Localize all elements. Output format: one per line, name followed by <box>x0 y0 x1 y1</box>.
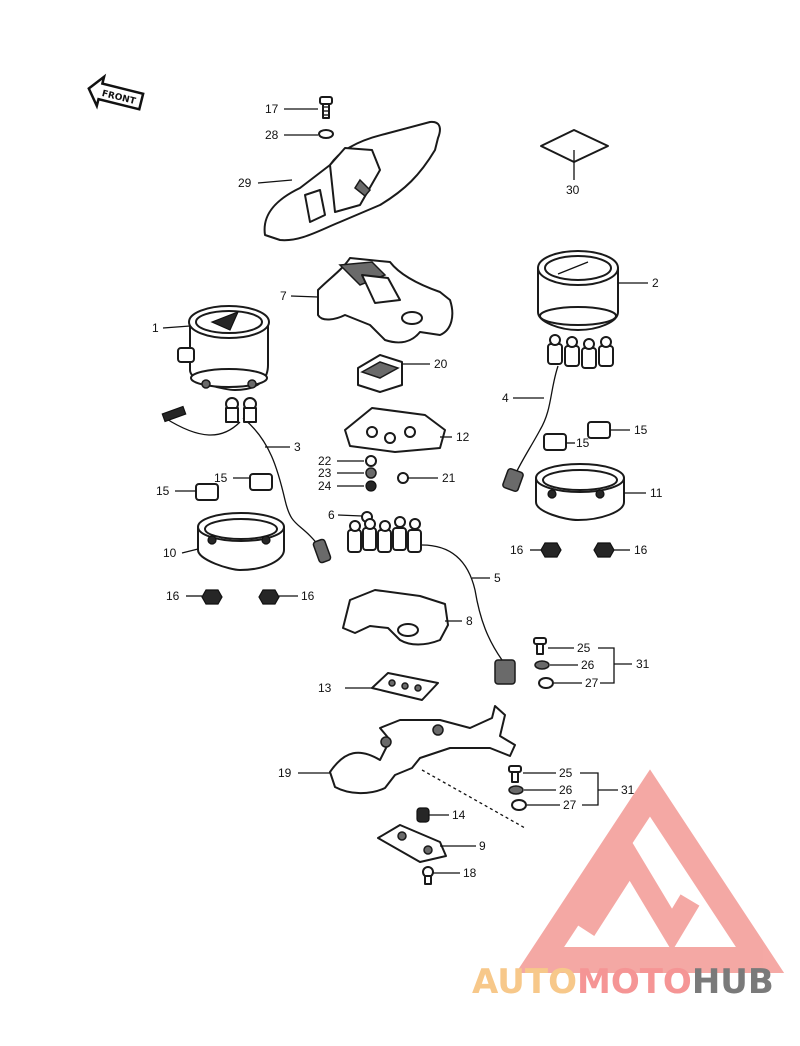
part-1-speedometer <box>177 305 270 391</box>
callout-28: 28 <box>265 128 279 142</box>
part-24-nut <box>365 480 377 492</box>
part-6-bulb-socket-cluster <box>347 511 422 553</box>
part-17-bolt <box>319 96 333 119</box>
callout-29: 29 <box>238 176 252 190</box>
part-8-lower-housing <box>342 589 449 646</box>
part-9-mounting-plate <box>377 824 447 863</box>
callout-16-d: 16 <box>634 543 648 557</box>
callout-16-c: 16 <box>510 543 524 557</box>
tachometer-bulb-cluster <box>547 334 614 369</box>
part-2-tachometer <box>537 250 619 331</box>
part-15-damper <box>195 421 611 501</box>
part-13-rubber-pad <box>371 672 439 701</box>
callout-3: 3 <box>294 440 301 454</box>
watermark-hub: HUB <box>692 962 774 1002</box>
callout-13: 13 <box>318 681 332 695</box>
callout-15-b: 15 <box>214 471 228 485</box>
callout-14: 14 <box>452 808 466 822</box>
part-12-indicator-plate <box>344 407 446 453</box>
callout-7: 7 <box>280 289 287 303</box>
part-29-cover-bracket <box>263 120 441 242</box>
watermark-auto: AUTO <box>472 962 577 1002</box>
callout-1: 1 <box>152 321 159 335</box>
callout-15-d: 15 <box>634 423 648 437</box>
callout-labels: 17 28 29 30 1 2 7 20 12 3 4 22 23 24 21 … <box>152 102 663 880</box>
front-direction-arrow: FRONT <box>87 73 145 111</box>
callout-30: 30 <box>566 183 580 197</box>
leader-lines <box>162 108 648 874</box>
part-20-indicator-switch <box>357 354 403 393</box>
callout-16-b: 16 <box>301 589 315 603</box>
callout-22: 22 <box>318 454 332 468</box>
callout-27-a: 27 <box>585 676 599 690</box>
callout-19: 19 <box>278 766 292 780</box>
part-30-label-sheet <box>540 129 609 163</box>
callout-26-a: 26 <box>581 658 595 672</box>
callout-31-b: 31 <box>621 783 635 797</box>
callout-26-b: 26 <box>559 783 573 797</box>
callout-21: 21 <box>442 471 456 485</box>
callout-11: 11 <box>650 486 663 500</box>
part-27-washer-lower <box>511 799 527 811</box>
part-11-meter-cup <box>535 463 625 521</box>
part-3-speedometer-harness <box>161 397 332 564</box>
callout-24: 24 <box>318 479 332 493</box>
part-26-washer-lower <box>508 785 524 795</box>
callout-23: 23 <box>318 466 332 480</box>
part-19-meter-bracket <box>329 705 516 795</box>
watermark-text: AUTOMOTOHUB <box>472 962 774 1002</box>
part-10-meter-cup <box>197 512 285 571</box>
callout-12: 12 <box>456 430 470 444</box>
callout-31-a: 31 <box>636 657 650 671</box>
part-22-washer <box>365 455 377 467</box>
callout-15-c: 15 <box>576 436 590 450</box>
part-4-tachometer-harness <box>502 365 559 493</box>
part-18-screw <box>422 866 434 885</box>
watermark-moto: MOTO <box>577 962 692 1002</box>
assembly-line <box>421 769 526 829</box>
callout-2: 2 <box>652 276 659 290</box>
callout-18: 18 <box>463 866 477 880</box>
callout-8: 8 <box>466 614 473 628</box>
part-7-upper-housing <box>317 257 454 344</box>
part-26-washer <box>534 660 550 670</box>
part-23-lock-washer <box>365 467 377 479</box>
watermark-logo <box>515 769 785 973</box>
part-27-washer <box>538 677 554 689</box>
callout-15-a: 15 <box>156 484 170 498</box>
callout-5: 5 <box>494 571 501 585</box>
callout-9: 9 <box>479 839 486 853</box>
part-28-washer <box>318 129 334 139</box>
part-16-nut <box>201 542 615 605</box>
callout-20: 20 <box>434 357 448 371</box>
part-14-grommet <box>416 807 430 823</box>
part-25-bolt <box>508 637 547 783</box>
callout-25-a: 25 <box>577 641 591 655</box>
callout-6: 6 <box>328 508 335 522</box>
part-21-screw <box>397 472 409 484</box>
callout-17: 17 <box>265 102 279 116</box>
part-5-indicator-harness <box>421 544 516 685</box>
callout-27-b: 27 <box>563 798 577 812</box>
callout-10: 10 <box>163 546 177 560</box>
callout-25-b: 25 <box>559 766 573 780</box>
callout-16-a: 16 <box>166 589 180 603</box>
callout-4: 4 <box>502 391 509 405</box>
